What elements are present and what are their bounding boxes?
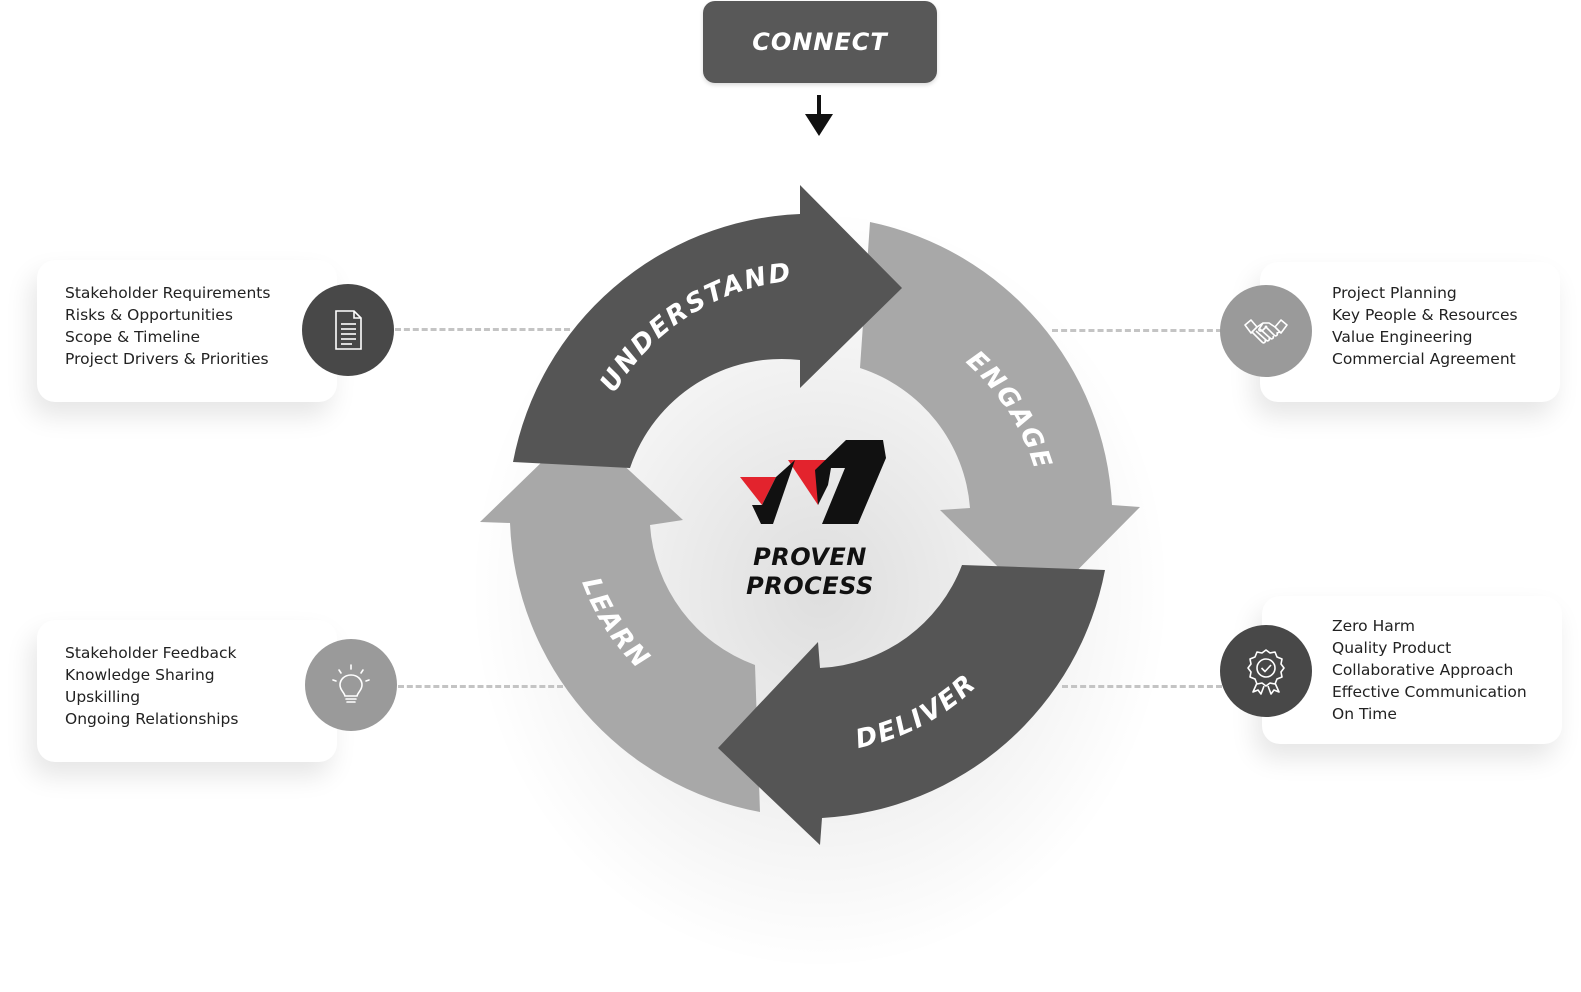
card-deliver-list: Zero Harm Quality Product Collaborative … <box>1262 596 1562 744</box>
document-icon <box>302 284 394 376</box>
arrow-learn <box>480 425 760 812</box>
list-item: Upskilling <box>65 688 141 706</box>
arrow-engage <box>860 222 1140 608</box>
card-engage-list: Project Planning Key People & Resources … <box>1260 262 1560 402</box>
list-item: Commercial Agreement <box>1332 350 1516 368</box>
list-item: Scope & Timeline <box>65 328 201 346</box>
card-deliver: Zero Harm Quality Product Collaborative … <box>1262 596 1562 744</box>
list-item: Effective Communication <box>1332 683 1527 701</box>
list-item: Stakeholder Feedback <box>65 644 237 662</box>
connector-engage <box>1052 329 1222 332</box>
card-learn: Stakeholder Feedback Knowledge Sharing U… <box>37 620 337 762</box>
list-item: Value Engineering <box>1332 328 1473 346</box>
card-learn-list: Stakeholder Feedback Knowledge Sharing U… <box>37 620 337 762</box>
lightbulb-icon <box>305 639 397 731</box>
connector-learn <box>398 685 563 688</box>
connect-label: CONNECT <box>752 28 888 56</box>
card-understand: Stakeholder Requirements Risks & Opportu… <box>37 260 337 402</box>
list-item: Quality Product <box>1332 639 1452 657</box>
card-understand-list: Stakeholder Requirements Risks & Opportu… <box>37 260 337 402</box>
list-item: Project Drivers & Priorities <box>65 350 269 368</box>
arrow-understand <box>513 185 902 468</box>
list-item: Project Planning <box>1332 284 1457 302</box>
connector-understand <box>395 328 570 331</box>
list-item: Stakeholder Requirements <box>65 284 271 302</box>
list-item: Knowledge Sharing <box>65 666 215 684</box>
award-badge-icon <box>1220 625 1312 717</box>
center-title-line1: PROVEN <box>753 543 867 571</box>
center-title-line2: PROCESS <box>746 572 874 600</box>
handshake-icon <box>1220 285 1312 377</box>
list-item: Risks & Opportunities <box>65 306 233 324</box>
list-item: Ongoing Relationships <box>65 710 239 728</box>
list-item: Collaborative Approach <box>1332 661 1514 679</box>
connect-box: CONNECT <box>703 1 937 83</box>
arrow-deliver <box>718 565 1105 845</box>
list-item: On Time <box>1332 705 1397 723</box>
list-item: Key People & Resources <box>1332 306 1518 324</box>
company-logo <box>740 440 886 524</box>
connector-deliver <box>1062 685 1222 688</box>
list-item: Zero Harm <box>1332 617 1415 635</box>
